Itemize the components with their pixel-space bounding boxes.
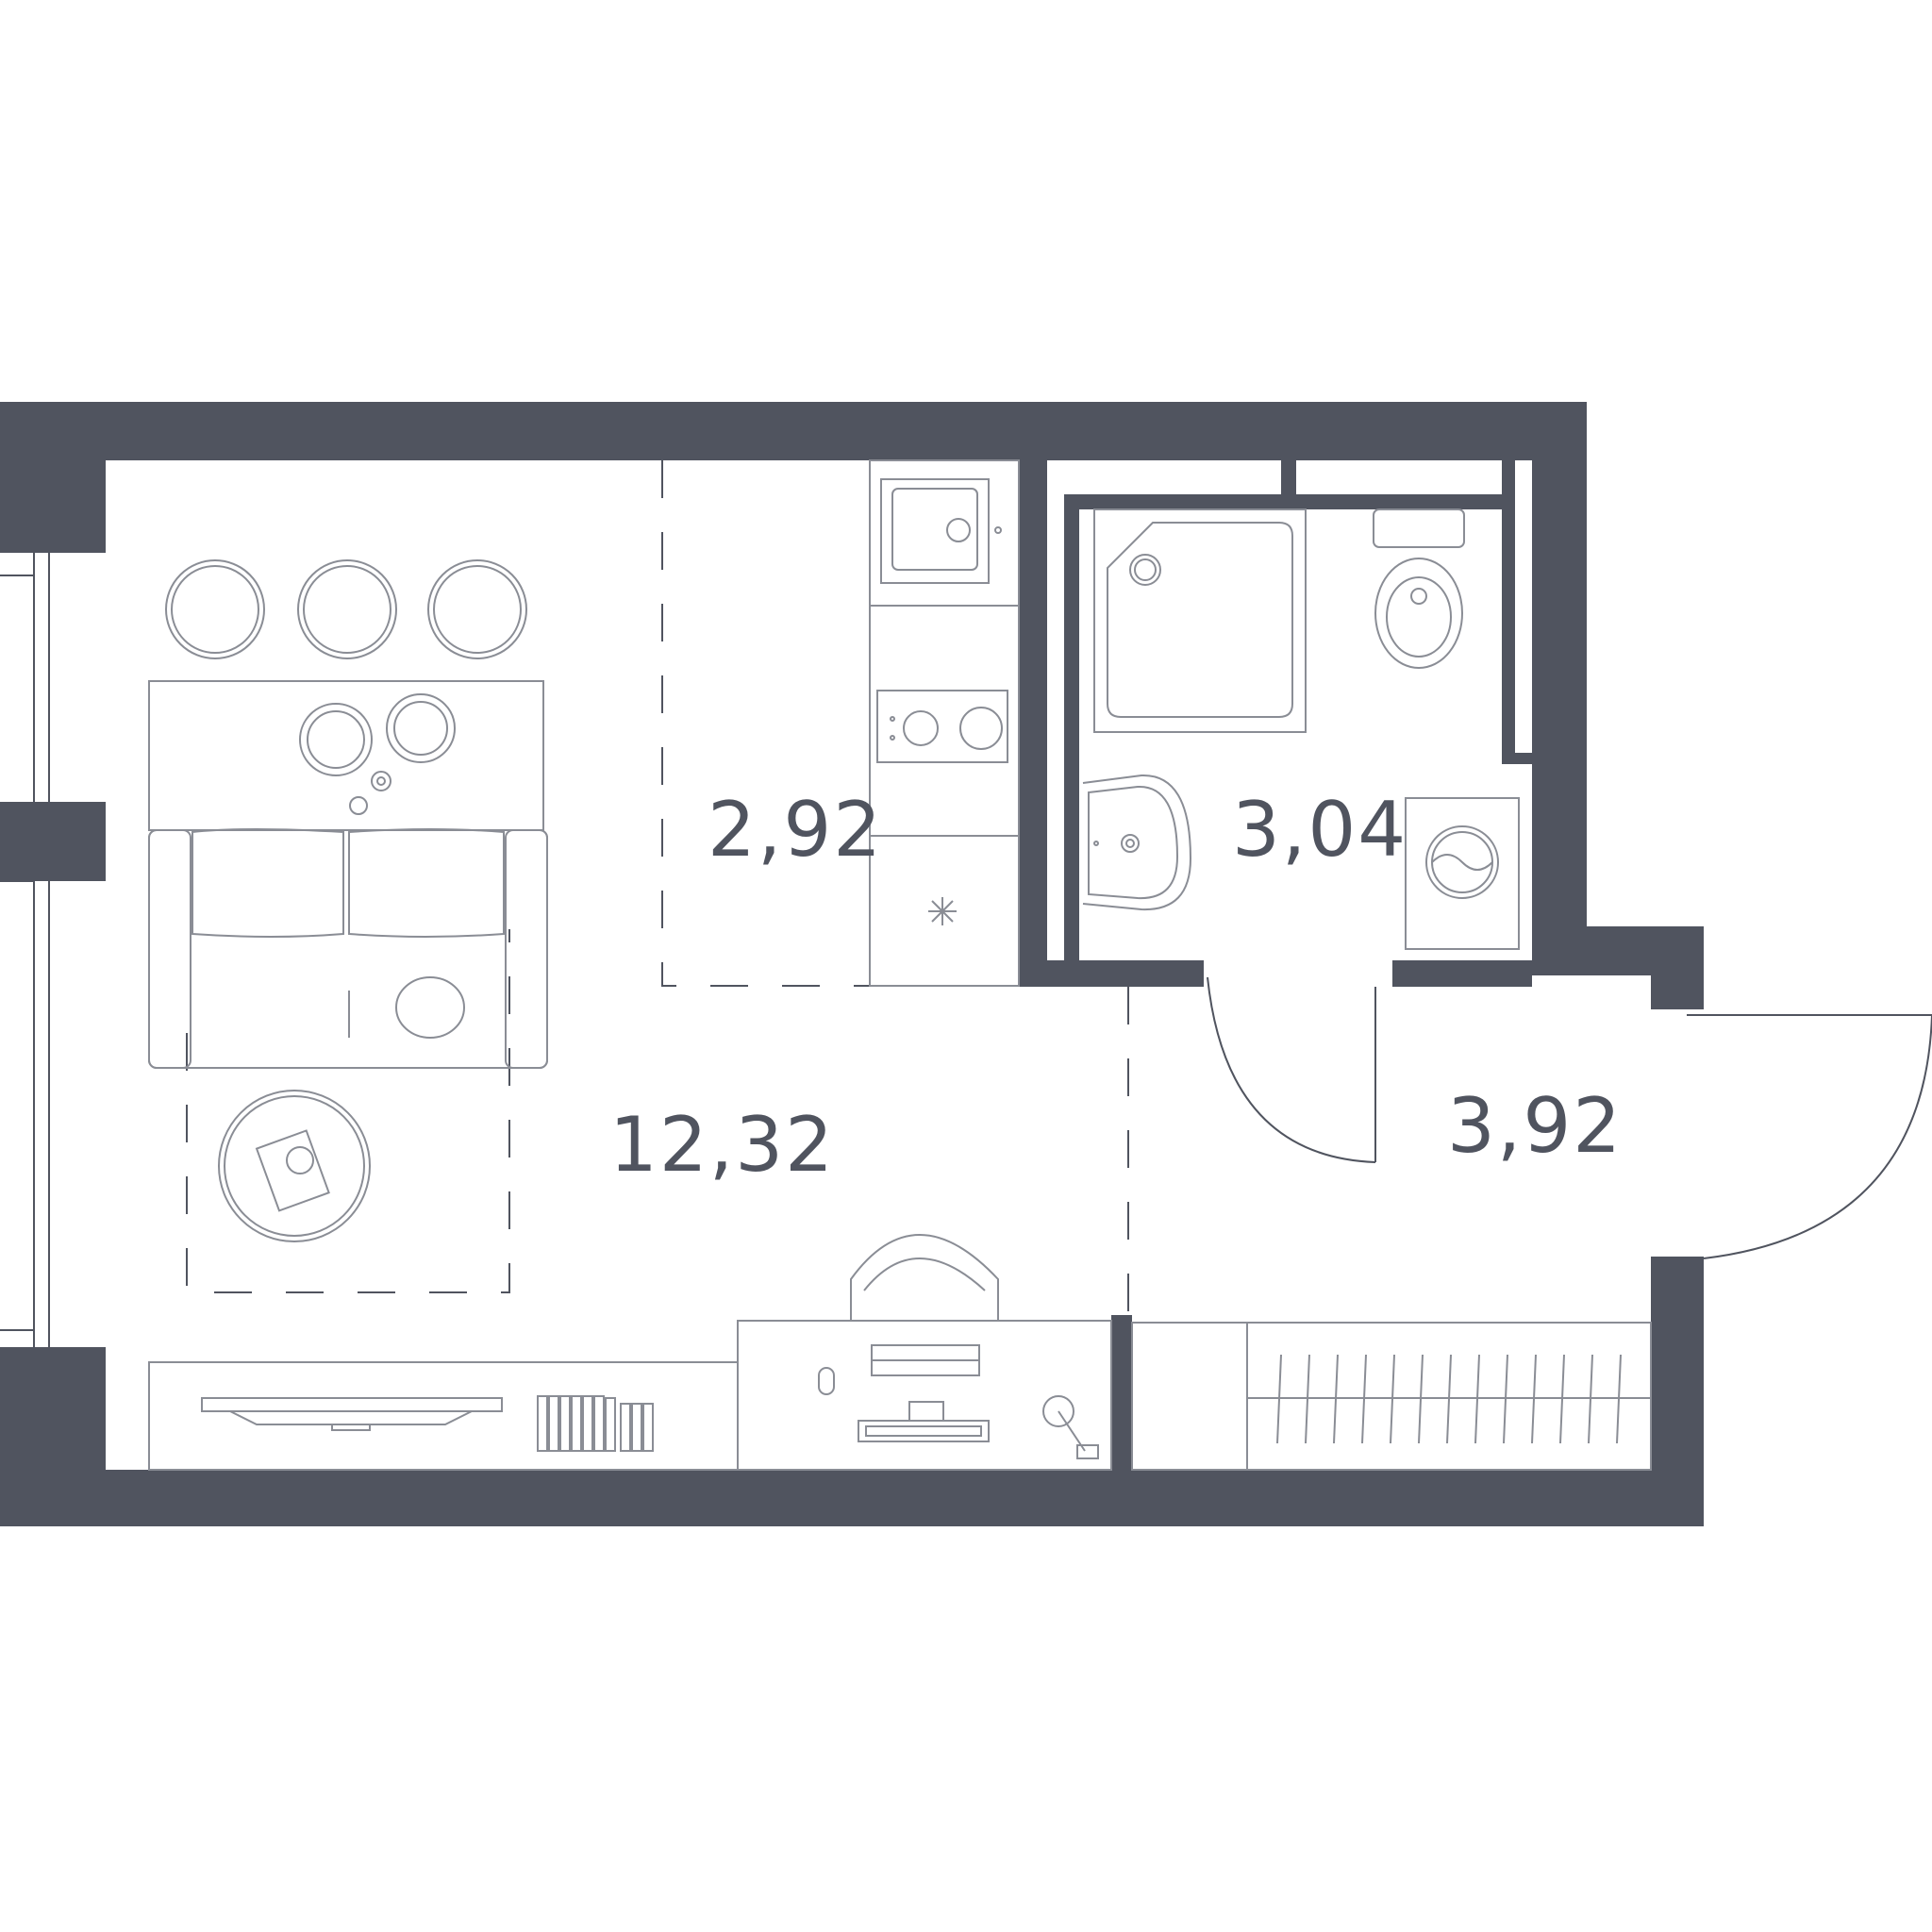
desk-icon	[737, 1320, 1112, 1471]
monitor-icon	[858, 1401, 990, 1442]
wall-bath-shaft-foot	[1502, 753, 1532, 764]
office-chair-icon	[850, 1234, 999, 1321]
wall-bath-bottom-right	[1392, 960, 1532, 987]
kitchen-counter	[869, 459, 1020, 987]
wall-bath-shaft	[1281, 460, 1296, 494]
wall-bath-inner-left	[1064, 494, 1079, 960]
bathroom-area-label: 3,04	[1232, 786, 1408, 874]
wall-bottom	[0, 1470, 1704, 1526]
wall-left-middle	[0, 802, 106, 881]
wall-bath-bottom-left	[1019, 960, 1204, 987]
wall-bath-shaft-right	[1502, 460, 1515, 753]
walls	[0, 402, 1704, 1526]
washing-machine-icon	[1405, 797, 1520, 950]
dining-table-icon	[148, 680, 544, 831]
keyboard-icon	[871, 1344, 980, 1376]
wall-bath-inner-top	[1064, 494, 1502, 509]
tv-stand-icon	[148, 1361, 739, 1471]
wall-right-lower	[1651, 1257, 1704, 1526]
door-icon	[1207, 976, 1932, 1259]
wardrobe-icon	[1131, 1322, 1652, 1471]
mouse-icon	[818, 1367, 835, 1395]
books-icon	[537, 1395, 654, 1452]
sofa-icon	[148, 828, 548, 1069]
wall-top	[0, 402, 1587, 460]
kitchen-area-label: 2,92	[708, 786, 884, 874]
hallway-area-label: 3,92	[1447, 1082, 1624, 1170]
window-icon	[0, 553, 50, 1347]
wall-kitchen-bath	[1019, 460, 1047, 987]
zone-dividers	[186, 460, 1129, 1315]
wall-left-upper	[0, 402, 106, 553]
washbasin-icon	[1082, 774, 1192, 911]
kitchen-sink-icon	[880, 478, 1002, 584]
toilet-icon	[1373, 508, 1465, 669]
wall-closet	[1111, 1315, 1132, 1470]
coffee-table-icon	[218, 1090, 371, 1242]
stove-icon	[876, 690, 1008, 763]
fridge-icon	[928, 897, 957, 925]
living-area-label: 12,32	[609, 1101, 836, 1189]
desk-lamp-icon	[1042, 1395, 1099, 1459]
wall-right-upper	[1532, 402, 1587, 926]
shower-icon	[1093, 508, 1307, 733]
wall-right-jamb	[1651, 926, 1704, 1009]
chair-icon	[165, 559, 527, 659]
